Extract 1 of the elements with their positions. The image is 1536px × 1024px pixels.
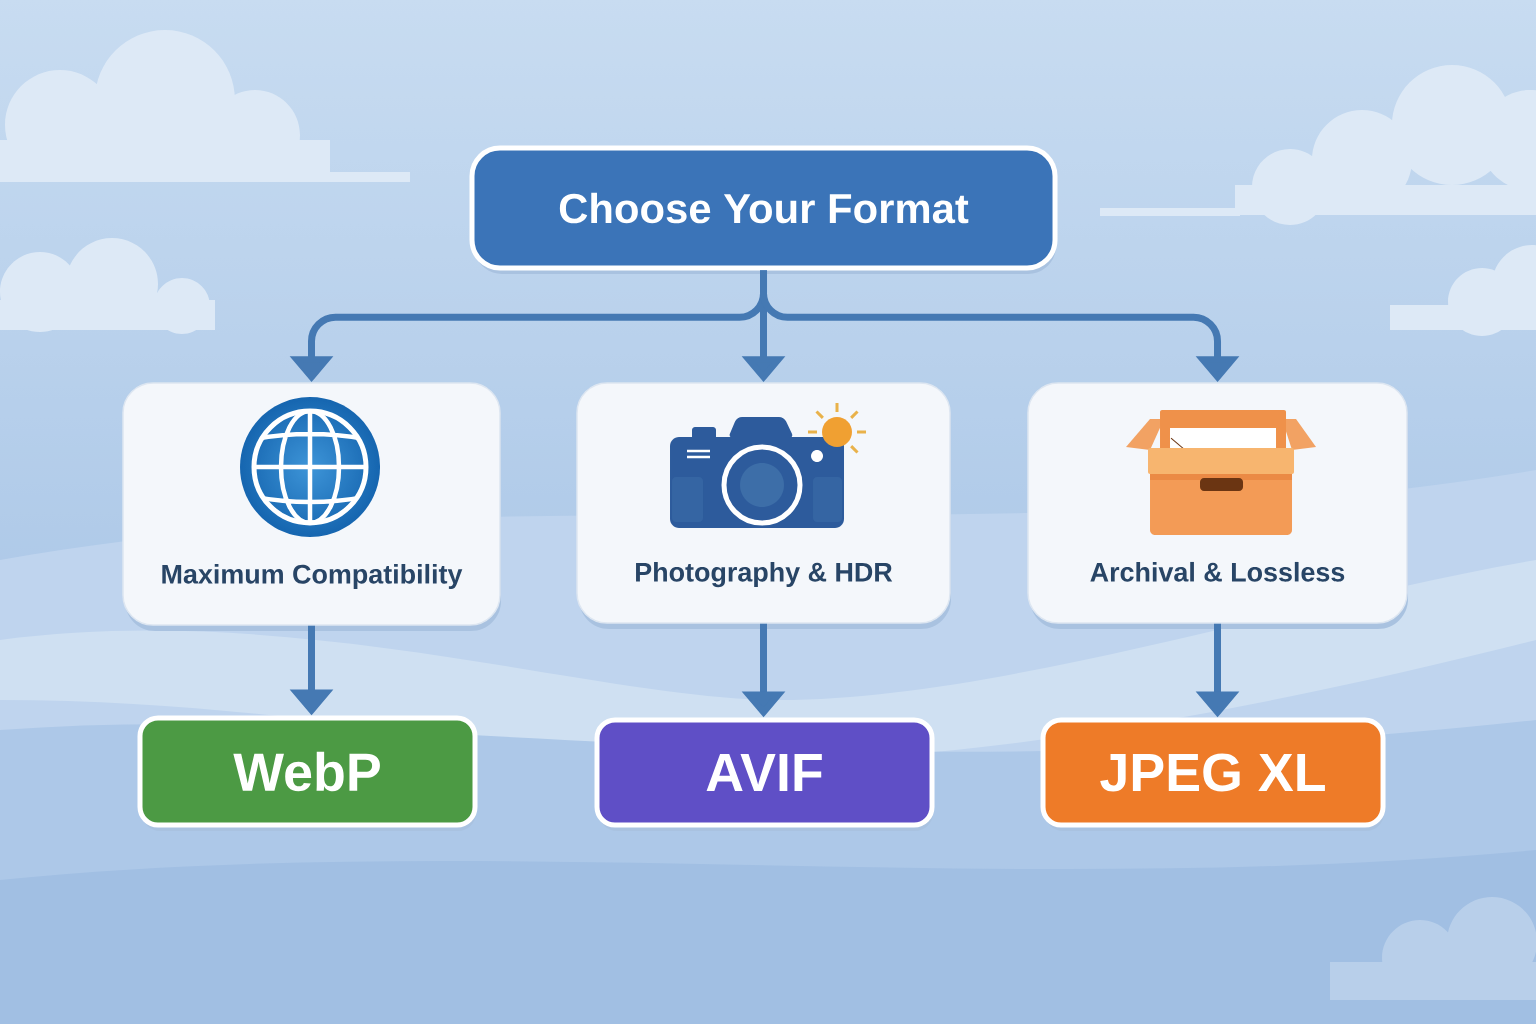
title-box: Choose Your Format bbox=[469, 145, 1058, 274]
